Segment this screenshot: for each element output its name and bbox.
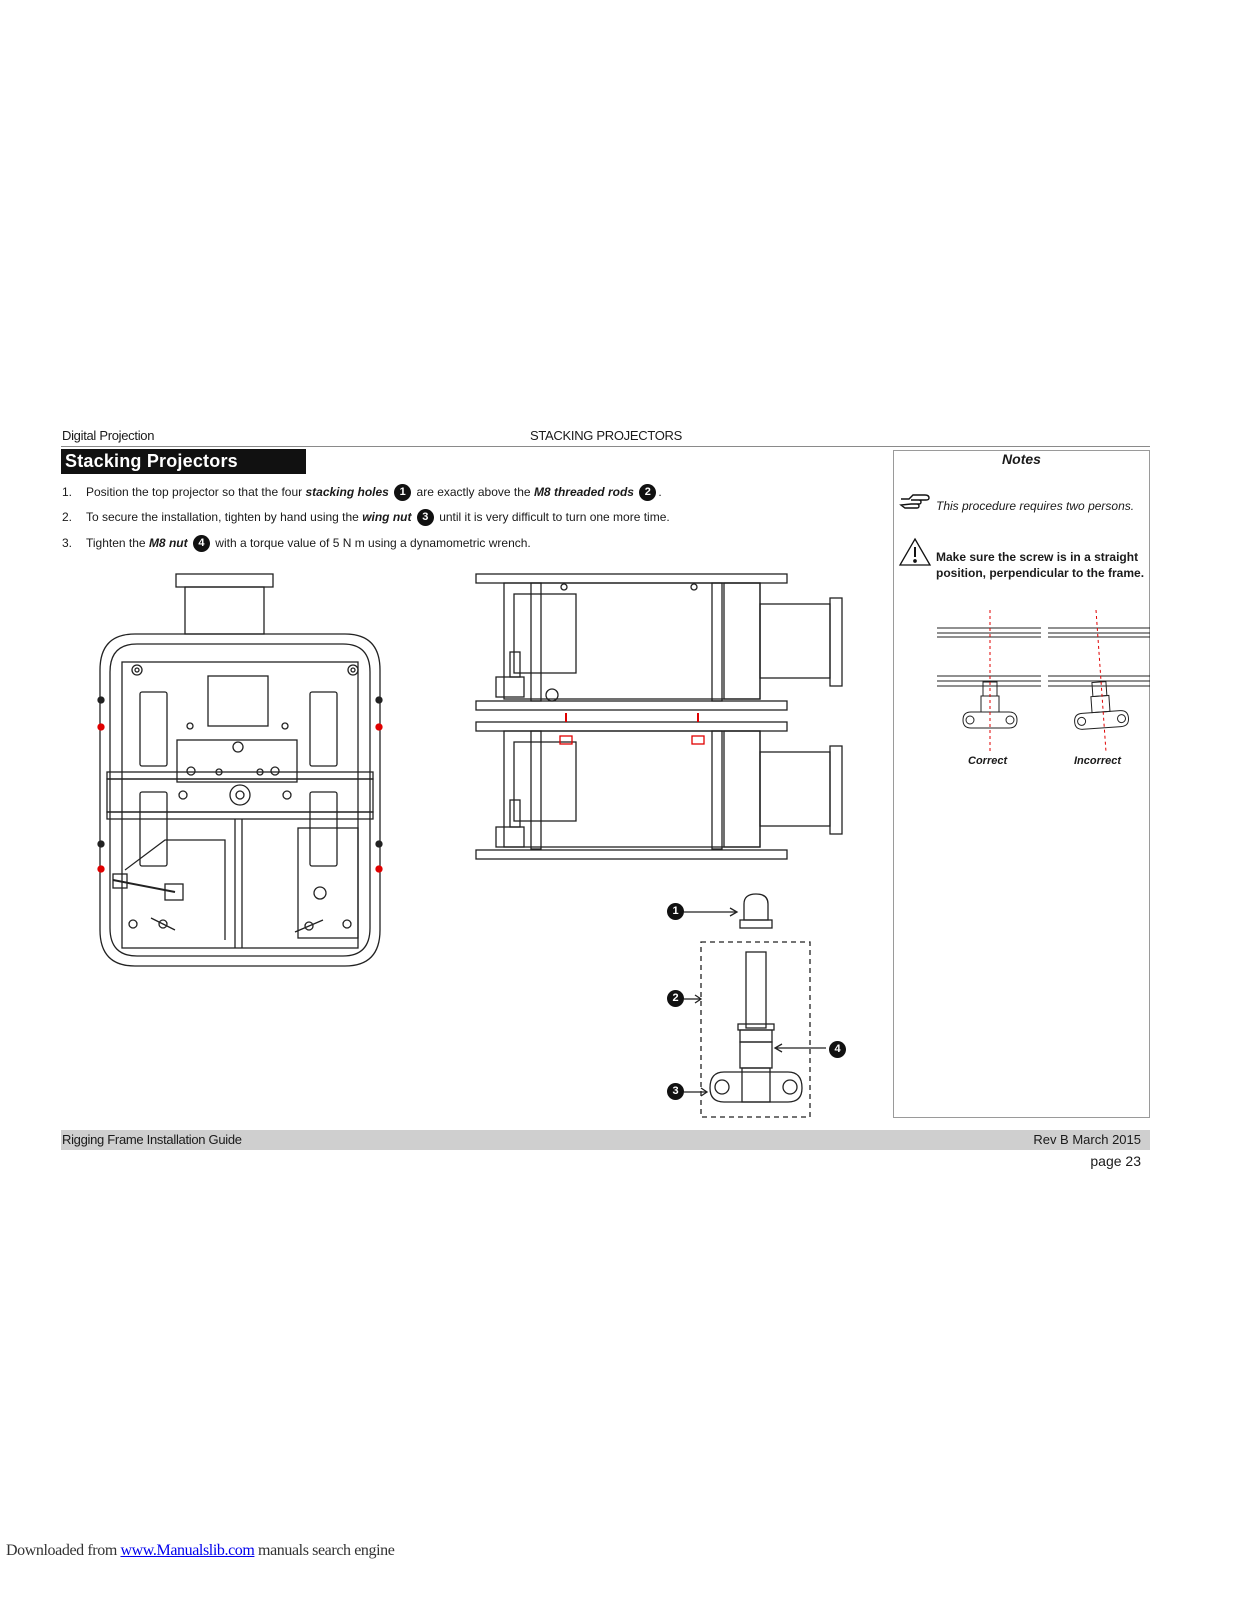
footer-bar <box>61 1130 1150 1150</box>
correct-screw-diagram <box>937 610 1041 752</box>
footer-doc-title: Rigging Frame Installation Guide <box>62 1132 242 1147</box>
notes-panel <box>893 450 1150 1118</box>
pointing-hand-icon <box>899 494 930 509</box>
callout-4: 4 <box>829 1041 846 1058</box>
note-two-persons: This procedure requires two persons. <box>936 499 1135 513</box>
callout-3: 3 <box>667 1083 684 1100</box>
callout-badge: 2 <box>639 484 657 502</box>
manualslib-link[interactable]: www.Manualslib.com <box>120 1542 255 1559</box>
callout-2: 2 <box>667 990 684 1007</box>
wing-nut-term: wing nut <box>362 510 412 524</box>
callout-badge: 3 <box>416 509 434 527</box>
notes-title: Notes <box>1002 451 1041 467</box>
frame-front-view-diagram <box>97 573 383 967</box>
step-2: 2.To secure the installation, tighten by… <box>62 509 670 527</box>
step-1: 1.Position the top projector so that the… <box>62 484 662 502</box>
section-title: Stacking Projectors <box>61 449 306 474</box>
incorrect-screw-diagram <box>1048 609 1150 753</box>
warning-triangle-icon <box>898 537 932 566</box>
header-rule <box>61 446 1150 447</box>
callout-badge: 4 <box>192 535 210 553</box>
correct-label: Correct <box>968 755 1008 767</box>
stacked-projectors-side-diagram <box>475 573 843 860</box>
screw-detail-diagram <box>684 893 826 1118</box>
header-center: STACKING PROJECTORS <box>530 428 683 443</box>
incorrect-label: Incorrect <box>1074 755 1122 767</box>
step-3: 3.Tighten the M8 nut 4 with a torque val… <box>62 535 531 553</box>
callout-badge: 1 <box>394 484 412 502</box>
warning-screw-perpendicular: Make sure the screw is in a straight pos… <box>936 550 1145 580</box>
footer-revision: Rev B March 2015 <box>1033 1132 1141 1147</box>
page-number: page 23 <box>1090 1153 1141 1169</box>
header-left: Digital Projection <box>62 428 155 443</box>
step-number: 3. <box>62 536 73 550</box>
callout-1: 1 <box>667 903 684 920</box>
download-banner: Downloaded from www.Manualslib.com manua… <box>6 1542 395 1559</box>
stacking-holes-term: stacking holes <box>305 485 389 499</box>
step-number: 2. <box>62 510 73 524</box>
threaded-rods-term: M8 threaded rods <box>533 485 634 499</box>
step-number: 1. <box>62 485 73 499</box>
m8-nut-term: M8 nut <box>148 536 188 550</box>
